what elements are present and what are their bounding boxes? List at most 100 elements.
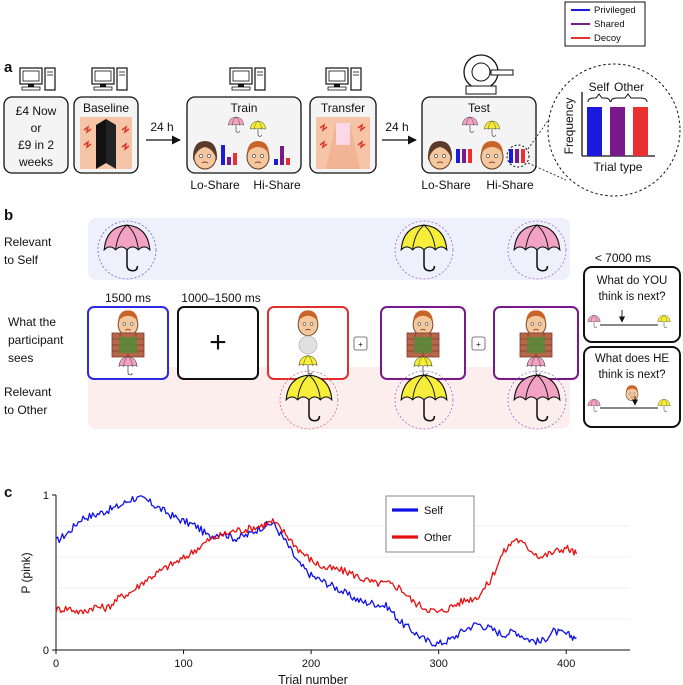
test-label: Test (468, 101, 491, 115)
zoom-line (527, 94, 567, 150)
choice-text-line: £4 Now (16, 104, 57, 118)
top-legend: Privileged Shared Decoy (564, 1, 646, 47)
green-body-icon (119, 337, 137, 353)
panel-b-letter: b (4, 207, 13, 224)
row-label-self: to Self (4, 253, 39, 267)
self-brace (587, 93, 611, 103)
row-label-sees: sees (8, 351, 33, 365)
question-self-line: think is next? (598, 291, 665, 303)
other-cue-circle (507, 370, 567, 430)
hi-share-face-icon (480, 140, 504, 170)
inset-self-label: Self (589, 80, 610, 94)
chart-legend-box (385, 495, 475, 553)
room-icon (80, 117, 132, 169)
room-icon (316, 117, 370, 169)
hi-share-face-icon (246, 140, 270, 170)
legend-label-decoy: Decoy (594, 33, 621, 44)
legend-label-shared: Shared (594, 19, 625, 30)
row-label-sees: What the (8, 315, 56, 329)
timing-label: < 7000 ms (595, 251, 651, 265)
inset-bar-privileged (587, 107, 602, 156)
mini-bar-chart (274, 146, 290, 165)
other-face-icon (525, 309, 547, 337)
other-face-icon (412, 309, 434, 337)
green-body-icon (414, 337, 432, 353)
mini-bar-chart (456, 149, 472, 163)
x-tick-label: 300 (429, 658, 447, 670)
transfer-label: Transfer (321, 101, 365, 115)
y-tick-label: 0 (43, 645, 49, 657)
other-brace (610, 93, 648, 103)
delay-label: 24 h (385, 120, 408, 134)
mri-scanner-icon (463, 54, 514, 95)
self-cue-circle (97, 220, 157, 280)
lo-share-face-icon (192, 140, 218, 170)
chart-legend: Self Other (385, 495, 475, 553)
timing-label: 1000–1500 ms (181, 291, 260, 305)
question-other-line: think is next? (598, 369, 665, 381)
other-face-icon (117, 309, 139, 337)
legend-label-self: Self (424, 505, 444, 517)
fixation-cross: + (209, 326, 227, 359)
computer-icon (19, 67, 56, 91)
blank-disk-icon (298, 335, 318, 355)
row-label-other: to Other (4, 403, 47, 417)
other-face-icon (625, 385, 639, 401)
self-cue-circle (507, 220, 567, 280)
row-label-other: Relevant (4, 385, 52, 399)
series-line-self (55, 495, 577, 647)
legend-label-privileged: Privileged (594, 5, 636, 16)
zoom-circle (506, 144, 530, 168)
hi-share-label: Hi-Share (486, 178, 534, 192)
other-face-icon (297, 309, 319, 337)
computer-icon (91, 67, 128, 91)
lo-share-face-icon (427, 140, 453, 170)
choice-text-line: £9 in 2 (18, 138, 54, 152)
series-line-other (55, 518, 578, 615)
lo-share-label: Lo-Share (190, 178, 240, 192)
zoom-line (527, 162, 567, 181)
other-cue-circle (394, 370, 454, 430)
mini-fixation-cross: + (358, 340, 363, 349)
green-body-icon (527, 337, 545, 353)
self-relevance-band (88, 218, 570, 280)
mini-bar-chart (509, 149, 525, 163)
choice-text-line: or (31, 121, 42, 135)
row-label-sees: participant (8, 333, 64, 347)
question-box-self (583, 266, 681, 343)
mini-fixation-cross: + (476, 340, 481, 349)
question-self-line: What do YOU (597, 275, 668, 287)
x-tick-label: 200 (302, 658, 320, 670)
inset-xlabel: Trial type (594, 160, 643, 174)
inset-other-label: Other (614, 80, 644, 94)
x-tick-label: 400 (557, 658, 575, 670)
mini-fixation-frame (353, 336, 368, 351)
delay-label: 24 h (150, 120, 173, 134)
panel-a: a £4 Now or £9 in 2 weeks Baseline 24 h (3, 54, 681, 197)
question-other-line: What does HE (595, 353, 669, 365)
other-cue-circle (279, 370, 339, 430)
row-label-self: Relevant (4, 235, 52, 249)
inset-ylabel: Frequency (562, 98, 576, 155)
mini-bar-chart (221, 145, 237, 165)
y-tick-label: 1 (43, 490, 49, 502)
timing-label: 1500 ms (105, 291, 151, 305)
x-tick-label: 0 (53, 658, 59, 670)
lo-share-label: Lo-Share (421, 178, 471, 192)
c-xlabel: Trial number (278, 673, 348, 685)
train-label: Train (231, 101, 258, 115)
inset-bar-shared (610, 107, 625, 156)
choice-box (3, 96, 69, 174)
hi-share-label: Hi-Share (253, 178, 301, 192)
computer-icon (229, 67, 266, 91)
choice-text-line: weeks (18, 155, 53, 169)
mini-fixation-frame (471, 336, 486, 351)
self-cue-circle (394, 220, 454, 280)
inset-bar-decoy (633, 107, 648, 156)
legend-label-other: Other (424, 532, 452, 544)
panel-b: b Relevant to Self What the participant … (4, 207, 681, 430)
c-ylabel: P (pink) (19, 552, 33, 593)
